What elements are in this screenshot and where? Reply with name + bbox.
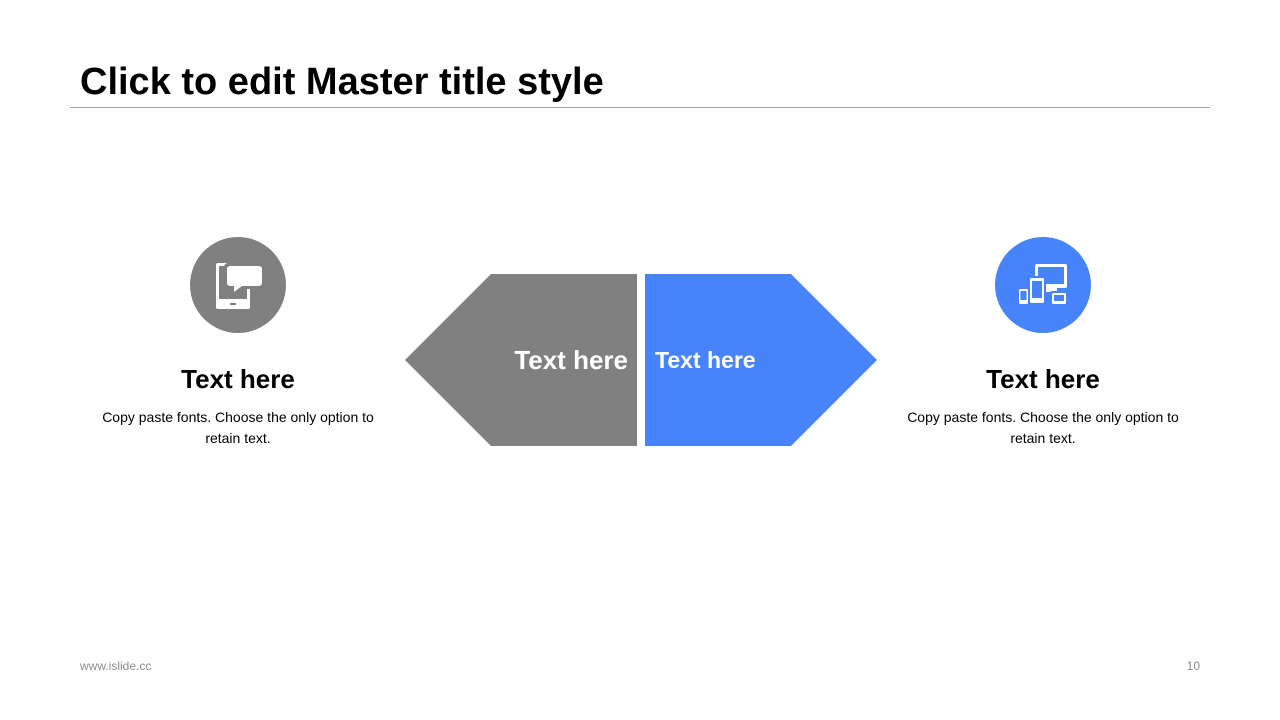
- right-arrow-shape: [645, 274, 877, 446]
- right-arrow-label: Text here: [655, 347, 756, 373]
- left-arrow-shape: [405, 274, 637, 446]
- right-body-text: Copy paste fonts. Choose the only option…: [907, 409, 1179, 446]
- left-heading: Text here: [181, 364, 295, 394]
- title-divider: [70, 107, 1210, 108]
- page-number: 10: [1186, 659, 1200, 673]
- left-arrow-label: Text here: [514, 345, 628, 375]
- tablet-chat-icon: [190, 237, 286, 333]
- multi-device-icon: [995, 237, 1091, 333]
- footer-url: www.islide.cc: [80, 659, 152, 673]
- left-body-text: Copy paste fonts. Choose the only option…: [102, 409, 374, 446]
- slide-title: Click to edit Master title style: [80, 61, 604, 103]
- right-heading: Text here: [986, 364, 1100, 394]
